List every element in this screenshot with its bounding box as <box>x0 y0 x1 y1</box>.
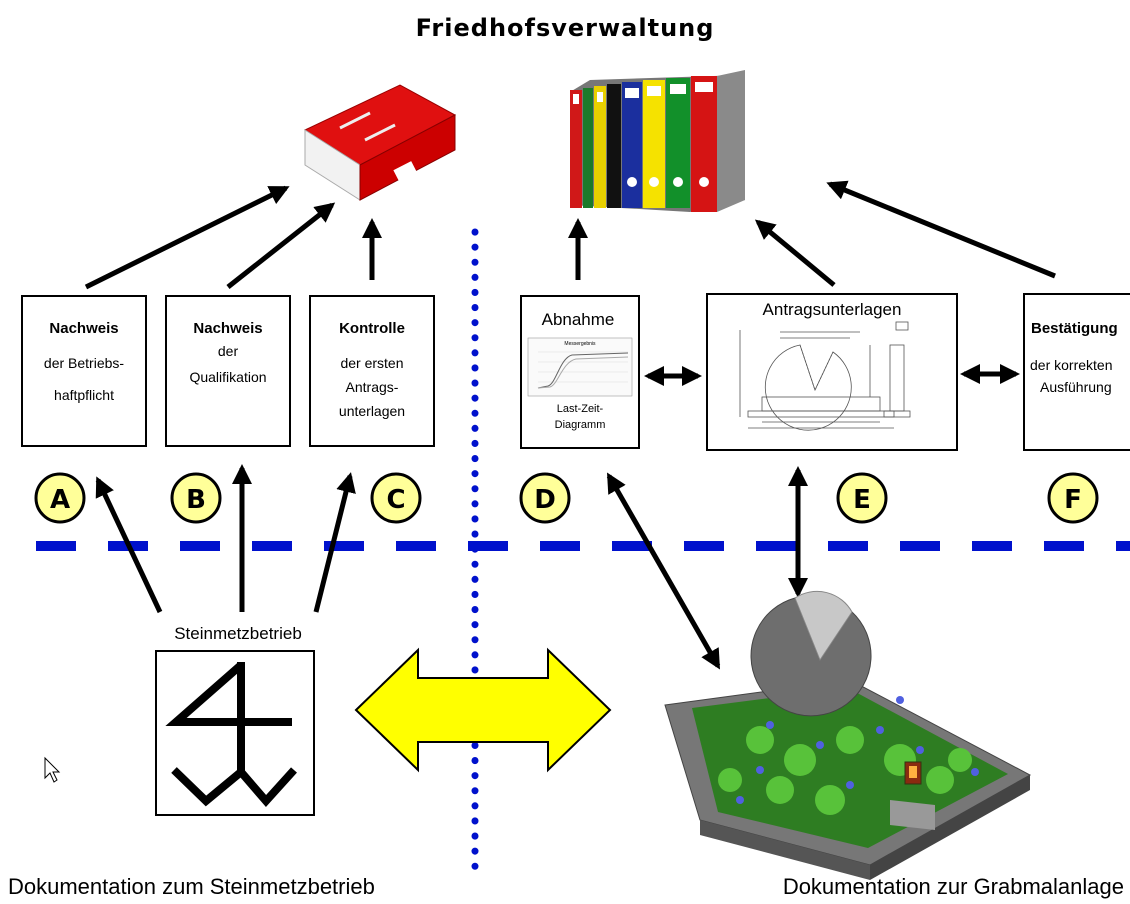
steinmetz-label: Steinmetzbetrieb <box>174 624 302 643</box>
box-a-line-1: der Betriebs- <box>44 355 124 371</box>
box-a: Nachweis der Betriebs- haftpflicht <box>21 295 147 447</box>
box-e-head: Antragsunterlagen <box>763 300 902 319</box>
box-d-line-1: Last-Zeit- <box>557 403 604 415</box>
box-d: Abnahme Messergebnis Last-Zeit- Diagramm <box>520 295 640 449</box>
load-time-chart-thumbnail: Messergebnis <box>527 337 633 397</box>
box-f-head: Bestätigung <box>1031 320 1118 337</box>
box-d-line-2: Diagramm <box>555 419 606 431</box>
yellow-double-arrow <box>354 647 612 773</box>
upload-arrows <box>84 180 1056 290</box>
box-c: Kontrolle der ersten Antrags- unterlagen <box>309 295 435 447</box>
source-arrows <box>95 464 356 614</box>
svg-text:A: A <box>50 485 70 515</box>
binder-row-icon <box>570 70 745 212</box>
circle-b: B <box>170 472 222 524</box>
technical-drawing-icon <box>739 321 911 431</box>
box-c-head: Kontrolle <box>339 320 405 337</box>
box-e: Antragsunterlagen <box>706 293 958 451</box>
box-d-head: Abnahme <box>542 310 615 329</box>
box-f: Bestätigung der korrekten Ausführung <box>1023 293 1130 451</box>
circle-f: F <box>1047 472 1099 524</box>
svg-text:E: E <box>853 485 871 515</box>
box-f-line-2: Ausführung <box>1040 379 1112 395</box>
stonemason-mark-icon <box>155 650 315 816</box>
circle-e: E <box>836 472 888 524</box>
circle-d: D <box>519 472 571 524</box>
box-c-line-3: unterlagen <box>339 403 405 419</box>
svg-text:B: B <box>186 485 206 515</box>
svg-text:C: C <box>386 485 405 515</box>
svg-text:F: F <box>1064 485 1082 515</box>
link-arrows <box>606 364 1020 670</box>
box-c-line-1: der ersten <box>340 355 403 371</box>
caption-right: Dokumentation zur Grabmalanlage <box>783 874 1124 899</box>
mini-chart-title: Messergebnis <box>564 341 596 347</box>
box-c-line-2: Antrags- <box>346 379 399 395</box>
page-title: Friedhofsverwaltung <box>416 14 715 42</box>
box-a-head: Nachweis <box>49 320 118 337</box>
box-b-head: Nachweis <box>193 320 262 337</box>
mouse-pointer-icon <box>44 756 61 783</box>
box-a-line-2: haftpflicht <box>54 387 114 403</box>
circle-c: C <box>370 472 422 524</box>
caption-left: Dokumentation zum Steinmetzbetrieb <box>8 874 375 899</box>
circle-a: A <box>34 472 86 524</box>
svg-text:D: D <box>534 485 556 515</box>
red-binder-icon <box>303 84 457 201</box>
box-b-line-1: der <box>218 343 239 359</box>
grave-monument-icon <box>664 590 1032 880</box>
box-b: Nachweis der Qualifikation <box>165 295 291 447</box>
box-b-line-2: Qualifikation <box>189 369 266 385</box>
box-f-line-1: der korrekten <box>1030 357 1112 373</box>
